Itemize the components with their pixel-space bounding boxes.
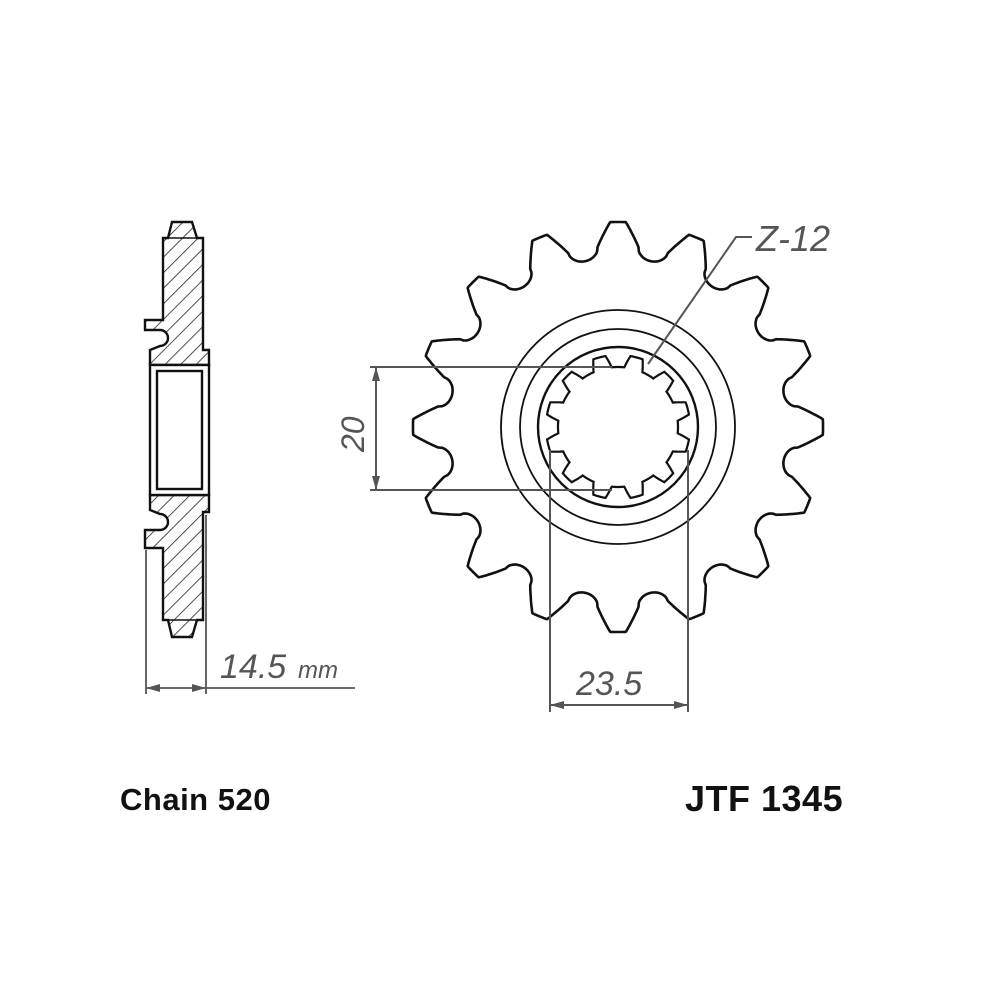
part-number: JTF 1345 — [685, 778, 844, 819]
hub-diameter-dimension — [549, 450, 689, 712]
inner-diameter-value: 20 — [335, 416, 371, 453]
hub-outer-circle — [500, 309, 736, 545]
spline-count-label: Z-12 — [755, 218, 830, 259]
sprocket-outline — [411, 220, 825, 634]
offset-unit: mm — [298, 657, 338, 684]
inner-diameter-dimension — [370, 366, 612, 491]
offset-value: 14.5 — [220, 648, 286, 686]
chain-label: Chain 520 — [120, 782, 271, 817]
bore-inner-rect — [155, 369, 204, 491]
spline-outline — [546, 355, 690, 499]
side-section-bottom — [143, 493, 211, 639]
hub-diameter-value: 23.5 — [575, 665, 642, 703]
spline-leader — [647, 236, 752, 365]
front-view — [411, 220, 825, 634]
bore-rect — [148, 363, 211, 497]
side-section-top — [143, 220, 211, 367]
hub-middle-circle — [519, 328, 717, 526]
offset-dimension — [145, 515, 355, 694]
side-section-view — [143, 220, 211, 639]
bore-circle — [536, 345, 700, 509]
